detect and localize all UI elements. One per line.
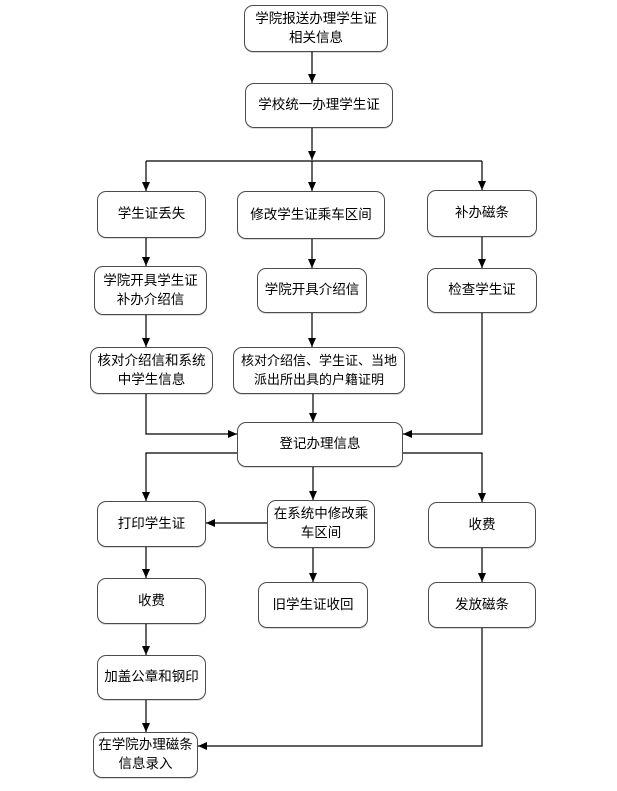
node-label: 学院报送办理学生证 相关信息	[255, 10, 377, 46]
node-school-process-card: 学校统一办理学生证	[245, 83, 393, 128]
node-label: 旧学生证收回	[272, 596, 354, 613]
node-register-info: 登记办理信息	[237, 422, 403, 467]
node-label: 打印学生证	[117, 515, 186, 532]
node-label: 发放磁条	[455, 596, 509, 613]
node-issue-magstripe: 发放磁条	[428, 582, 536, 628]
node-label: 学校统一办理学生证	[258, 97, 380, 113]
node-replace-magstripe: 补办磁条	[427, 190, 537, 237]
node-college-magstripe-entry: 在学院办理磁条 信息录入	[93, 732, 198, 778]
node-old-card-return: 旧学生证收回	[258, 582, 368, 628]
node-modify-route: 修改学生证乘车区间	[237, 191, 385, 239]
node-label: 学院开具介绍信	[264, 282, 360, 298]
node-charge-fee-right: 收费	[428, 502, 536, 548]
node-label: 在学院办理磁条 信息录入	[98, 737, 193, 772]
node-label: 加盖公章和钢印	[104, 669, 199, 685]
node-label: 修改学生证乘车区间	[250, 206, 372, 223]
node-verify-letter-card-residence: 核对介绍信、学生证、当地 派出所出具的户籍证明	[233, 347, 405, 394]
node-label: 核对介绍信、学生证、当地 派出所出具的户籍证明	[240, 353, 397, 388]
node-college-submit-info: 学院报送办理学生证 相关信息	[244, 5, 388, 52]
node-print-card: 打印学生证	[97, 501, 206, 547]
node-modify-route-in-system: 在系统中修改乘 车区间	[267, 500, 375, 548]
node-label: 检查学生证	[448, 282, 516, 298]
node-label: 学院开具学生证 补办介绍信	[103, 272, 198, 308]
node-label: 补办磁条	[455, 205, 509, 221]
node-label: 收费	[138, 592, 165, 609]
node-college-issue-reissue-letter: 学院开具学生证 补办介绍信	[94, 266, 207, 315]
node-label: 核对介绍信和系统 中学生信息	[97, 352, 206, 388]
node-college-issue-letter: 学院开具介绍信	[257, 268, 367, 313]
node-card-lost: 学生证丢失	[97, 191, 206, 238]
node-check-card: 检查学生证	[427, 268, 537, 313]
node-label: 在系统中修改乘 车区间	[273, 506, 369, 541]
node-label: 登记办理信息	[279, 436, 361, 452]
node-charge-fee-left: 收费	[97, 578, 206, 624]
node-stamp-seal: 加盖公章和钢印	[97, 655, 206, 700]
node-verify-letter-system: 核对介绍信和系统 中学生信息	[90, 347, 213, 394]
node-label: 学生证丢失	[117, 206, 186, 222]
node-label: 收费	[468, 516, 496, 533]
